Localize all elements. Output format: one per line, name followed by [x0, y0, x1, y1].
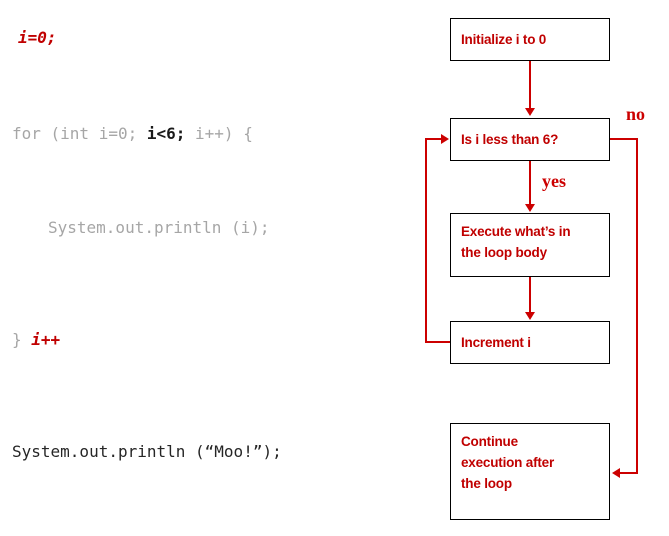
edge-increment-loopback-bottom	[425, 341, 451, 343]
flow-box-condition: Is i less than 6?	[450, 118, 610, 161]
edge-increment-loopback-vertical	[425, 138, 427, 343]
code-line-println-moo: System.out.println (“Moo!”);	[12, 442, 282, 461]
arrowhead-condition-to-body	[525, 204, 535, 212]
code-token-increment-red: i++	[31, 330, 61, 349]
flow-box-loop-body-line-2: the loop body	[461, 244, 547, 260]
arrowhead-loopback-to-condition	[441, 134, 449, 144]
code-token-for-prefix: for (int i=0;	[12, 124, 147, 143]
flow-box-continue-line-2: execution after	[461, 454, 555, 470]
edge-initialize-to-condition	[529, 61, 531, 110]
code-token-close-brace: }	[12, 330, 32, 349]
edge-body-to-increment	[529, 277, 531, 314]
flow-box-condition-line-1: Is i less than 6?	[461, 132, 559, 147]
code-line-for: for (int i=0; i<6; i++) {	[12, 124, 253, 143]
edge-label-no: no	[626, 104, 646, 124]
flow-box-initialize: Initialize i to 0	[450, 18, 610, 61]
edge-no-top	[610, 138, 638, 140]
code-line-initialize: i=0;	[18, 28, 57, 47]
code-token-for-suffix: i++) {	[185, 124, 253, 143]
edge-no-vertical	[636, 138, 638, 474]
arrowhead-initialize-to-condition	[525, 108, 535, 116]
code-token-for-condition: i<6;	[146, 124, 186, 143]
code-token-println-moo: System.out.println (“Moo!”);	[12, 442, 282, 461]
flow-box-initialize-line-1: Initialize i to 0	[461, 32, 547, 47]
flow-box-loop-body: Execute what’s in the loop body	[450, 213, 610, 277]
flow-box-continue: Continue execution after the loop	[450, 423, 610, 520]
code-token-init-red: i=0;	[18, 28, 57, 47]
edge-increment-loopback-top	[425, 138, 443, 140]
flow-box-increment: Increment i	[450, 321, 610, 364]
edge-condition-to-body	[529, 161, 531, 206]
edge-no-bottom	[620, 472, 638, 474]
code-line-println-i: System.out.println (i);	[48, 218, 270, 237]
arrowhead-no-to-continue	[612, 468, 620, 478]
code-token-println-i: System.out.println (i);	[48, 218, 270, 237]
flow-box-continue-line-3: the loop	[461, 475, 512, 491]
code-line-close-brace: } i++	[12, 330, 60, 349]
flow-box-continue-line-1: Continue	[461, 434, 518, 449]
edge-label-yes: yes	[542, 171, 566, 191]
arrowhead-body-to-increment	[525, 312, 535, 320]
flow-box-loop-body-line-1: Execute what’s in	[461, 224, 571, 239]
flow-box-increment-line-1: Increment i	[461, 335, 531, 350]
